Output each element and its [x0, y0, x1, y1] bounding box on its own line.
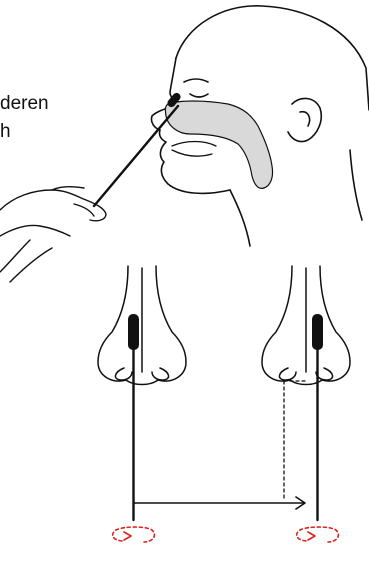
circular-arrow-icon	[297, 527, 339, 542]
nose-right-right-side	[320, 266, 350, 381]
eye	[190, 94, 208, 97]
nostril-right	[152, 368, 169, 380]
rotation-ellipse-left	[113, 527, 155, 542]
neck-back	[350, 150, 362, 220]
nasal-airway	[165, 101, 272, 188]
teeth	[172, 150, 212, 156]
nostril-right-left	[279, 368, 296, 380]
thumb	[0, 225, 70, 236]
hand-outline	[0, 190, 106, 221]
wrist-2	[10, 248, 52, 282]
ear	[288, 98, 321, 141]
circular-arrow-icon	[113, 527, 155, 542]
rotation-arrowhead-right	[308, 532, 315, 540]
swab-stick	[94, 106, 178, 206]
finger-2	[74, 204, 94, 216]
rotation-arrowhead-left	[124, 532, 131, 540]
head-outline	[176, 6, 369, 110]
swab-right	[312, 314, 323, 520]
swab-left-tip	[128, 314, 139, 350]
swab-right-tip	[312, 314, 323, 350]
hand	[0, 187, 106, 282]
neck-front	[230, 190, 250, 246]
ear-inner	[300, 112, 310, 126]
finger-1	[52, 187, 84, 190]
tongue	[172, 142, 216, 147]
mouth-chin-outline	[159, 130, 230, 193]
nose-right-side	[156, 266, 186, 381]
eyebrow	[184, 79, 208, 82]
front-nose-left	[98, 266, 186, 385]
swab-left	[128, 314, 139, 520]
front-nose-right	[262, 266, 350, 385]
nostril-left	[115, 368, 132, 380]
dashed-guide	[284, 381, 306, 500]
rotation-ellipse-right	[297, 527, 339, 542]
arrow-right-icon	[134, 497, 305, 509]
